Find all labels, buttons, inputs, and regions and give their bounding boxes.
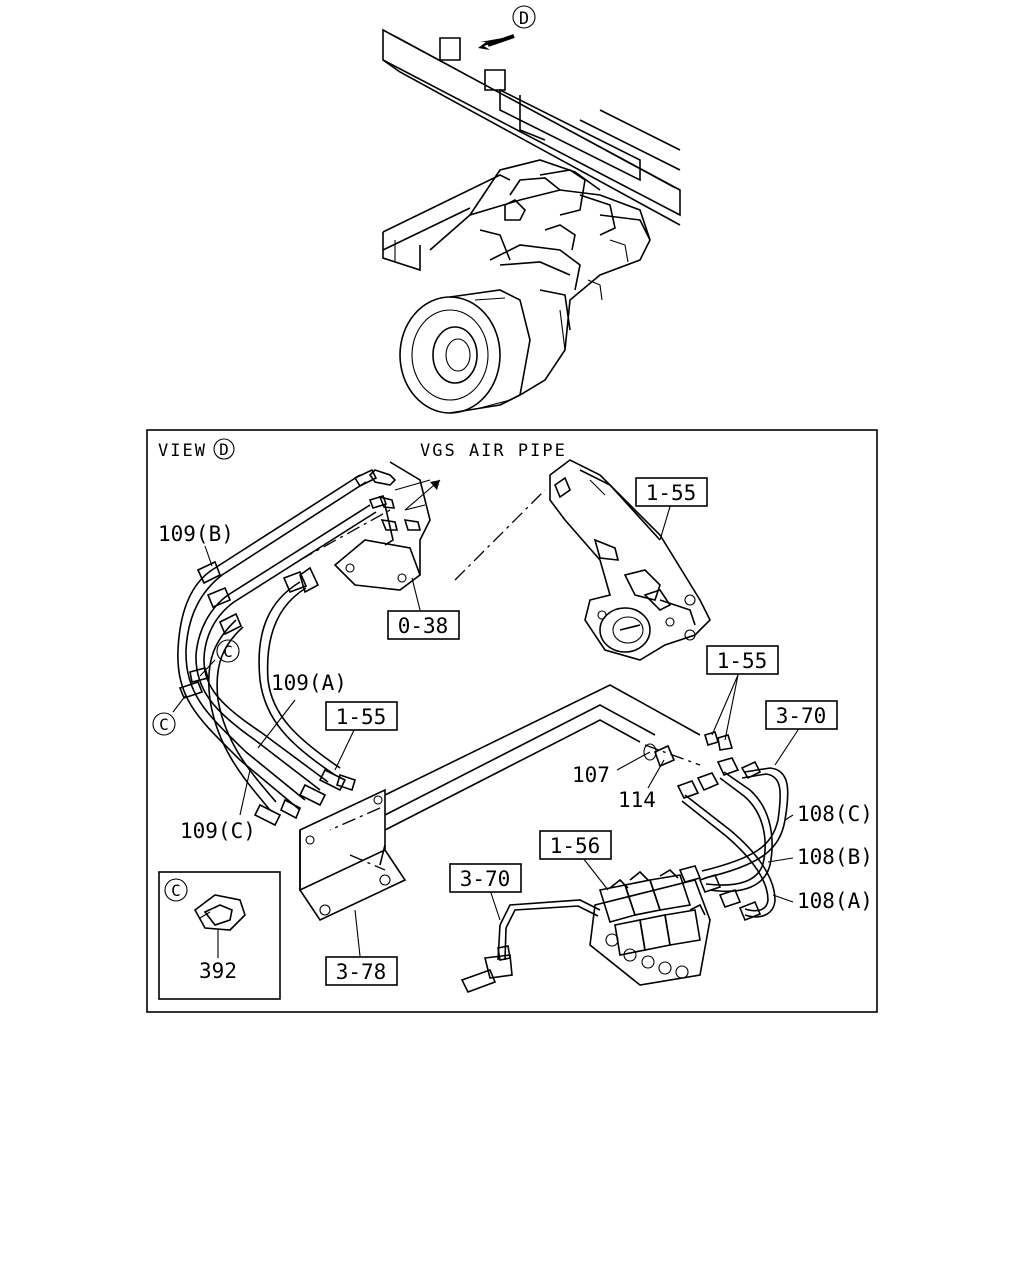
- air-pipes-109: [177, 474, 377, 827]
- leader-vgs-2: [454, 489, 546, 581]
- air-pipes-108: [676, 757, 789, 922]
- clip-callout-lower: C: [159, 715, 169, 734]
- svg-text:1-56: 1-56: [550, 834, 601, 858]
- view-arrow-icon: [478, 36, 514, 50]
- ref-box-1-55-mid: 1-55: [325, 701, 398, 731]
- ref-box-1-55-top: 1-55: [635, 477, 708, 507]
- part-label-109b: 109(B): [158, 522, 234, 546]
- part-label-109a: 109(A): [271, 671, 347, 695]
- clip-callout-circle-lower: [152, 712, 176, 736]
- svg-text:3-70: 3-70: [776, 704, 827, 728]
- svg-text:3-70: 3-70: [460, 867, 511, 891]
- bracket-0-38: [333, 461, 431, 591]
- view-d-marker: D: [519, 9, 529, 29]
- ref-box-3-70-right: 3-70: [765, 700, 838, 730]
- svg-text:0-38: 0-38: [398, 614, 449, 638]
- pipe-3-70-bottom: [499, 899, 601, 926]
- leader-bracket-2: [349, 854, 386, 871]
- ref-box-3-78: 3-78: [325, 956, 398, 986]
- svg-text:1-55: 1-55: [336, 705, 387, 729]
- part-label-108b: 108(B): [797, 845, 873, 869]
- view-d-title-circle: [213, 438, 235, 460]
- leader-vgs: [299, 509, 391, 561]
- view-d-frame: [146, 429, 878, 1013]
- part-label-107: 107: [572, 763, 610, 787]
- engine-chassis-illustration: D: [382, 5, 681, 414]
- vgs-air-pipe-label: VGS AIR PIPE: [420, 441, 567, 461]
- solenoid-valve-block: [589, 868, 711, 986]
- clip-callout-circle-upper: [216, 639, 240, 663]
- bracket-3-78: [299, 788, 407, 922]
- ref-box-3-70-bottom: 3-70: [449, 863, 522, 893]
- part-label-392: 392: [199, 959, 237, 983]
- part-label-108a: 108(A): [797, 889, 873, 913]
- view-d-title-marker: D: [219, 440, 229, 459]
- clip-392-icon: [193, 894, 246, 931]
- clip-callout-upper: C: [223, 642, 233, 661]
- svg-text:1-55: 1-55: [646, 481, 697, 505]
- ref-box-1-55-right: 1-55: [706, 645, 779, 675]
- throttle-valve-assembly: [549, 459, 711, 661]
- nut-114: [654, 744, 676, 768]
- part-label-109c: 109(C): [180, 819, 256, 843]
- view-d-title: VIEW D: [158, 438, 235, 461]
- part-label-108c: 108(C): [797, 802, 873, 826]
- svg-text:1-55: 1-55: [717, 649, 768, 673]
- part-label-114: 114: [618, 788, 656, 812]
- leader-bracket-1: [329, 807, 381, 831]
- svg-text:3-78: 3-78: [336, 960, 387, 984]
- ref-box-1-56: 1-56: [539, 830, 612, 860]
- inset-callout: C: [171, 881, 181, 900]
- clip-part: [704, 731, 719, 746]
- view-d-title-text: VIEW: [158, 441, 207, 461]
- air-pipe-arrow-icon: [430, 480, 440, 490]
- ref-box-0-38: 0-38: [387, 610, 460, 640]
- view-d-marker-circle: [512, 5, 536, 29]
- inset-callout-circle: [164, 878, 188, 902]
- inset-clip-detail: C 392: [158, 871, 281, 1000]
